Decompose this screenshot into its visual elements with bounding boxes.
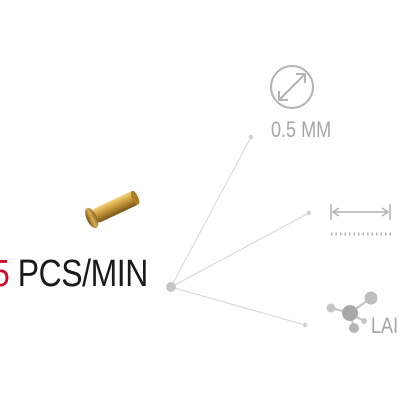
diameter-circle-icon xyxy=(270,65,314,109)
molecule-network-icon xyxy=(326,291,378,333)
diameter-label: 0.5 MM xyxy=(271,117,332,142)
speed-unit: PCS/MIN xyxy=(9,253,149,295)
speed-number: 5 xyxy=(0,253,10,295)
brass-rivet-icon xyxy=(85,190,140,229)
lai-label: LAI xyxy=(371,313,399,338)
endpoint-network xyxy=(302,322,308,328)
endpoint-diameter xyxy=(248,134,254,140)
production-speed: 5 PCS/MIN xyxy=(0,252,148,296)
connector-network xyxy=(170,286,306,326)
connector-diameter xyxy=(170,136,252,288)
connector-endpoints xyxy=(248,134,312,328)
hub-node-icon xyxy=(166,282,176,292)
length-measure-icon xyxy=(330,204,392,236)
connector-lines xyxy=(170,136,310,326)
endpoint-length xyxy=(306,210,312,216)
connector-length xyxy=(170,212,310,288)
